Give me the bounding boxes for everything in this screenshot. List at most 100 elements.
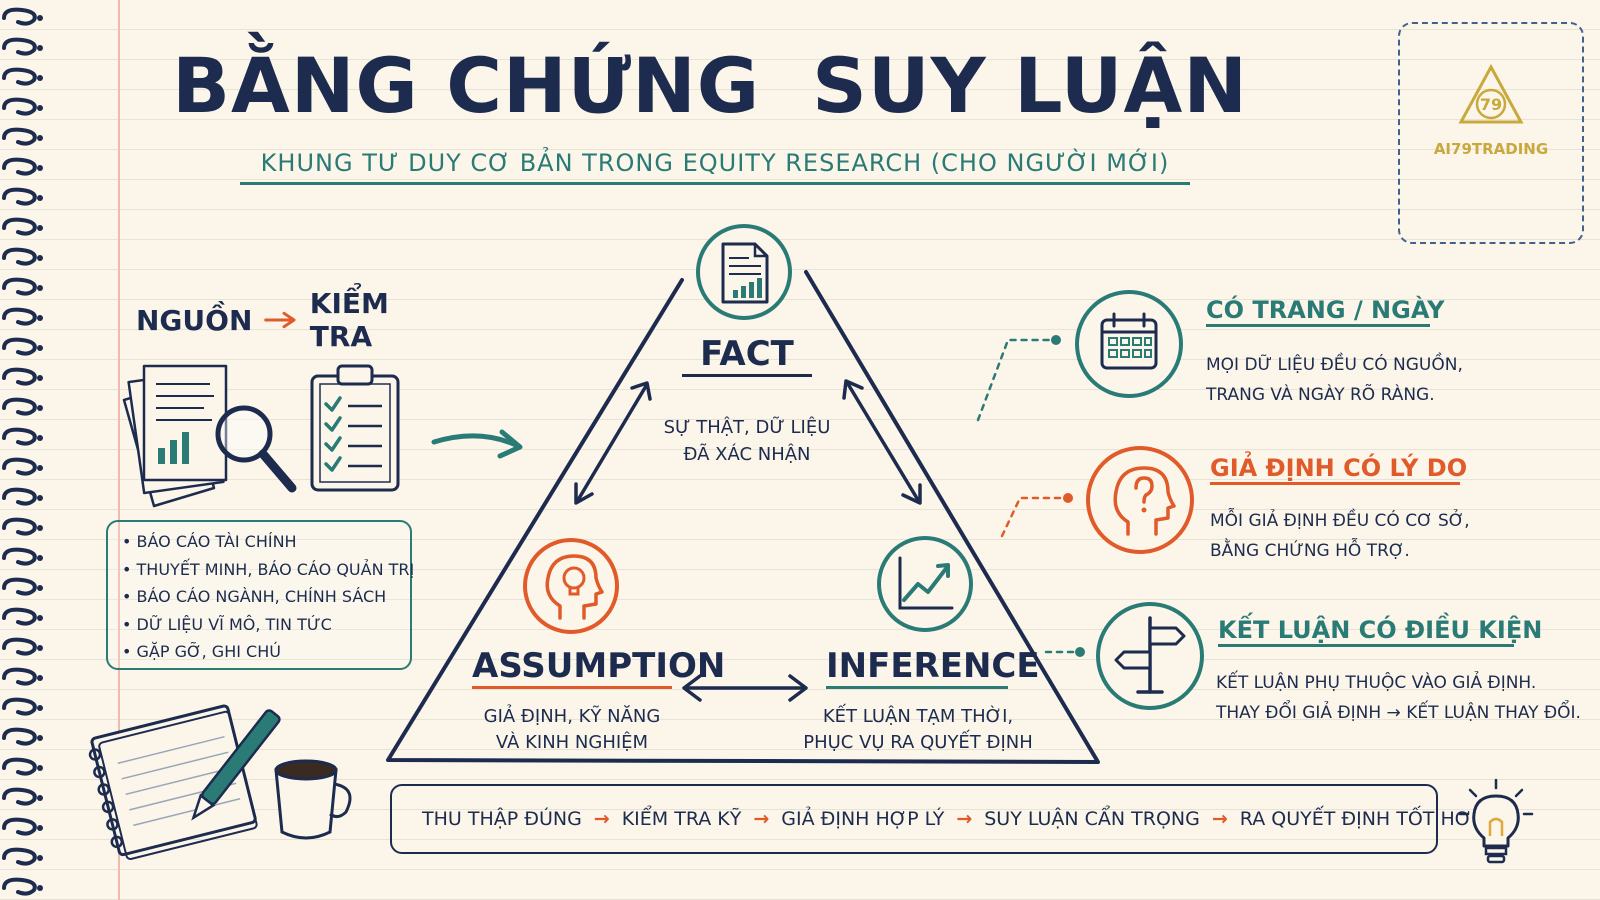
spiral-hole xyxy=(37,615,43,621)
spiral-ring xyxy=(2,127,37,146)
spiral-hole xyxy=(37,675,43,681)
source-item-2: THUYẾT MINH, BÁO CÁO QUẢN TRỊ xyxy=(136,559,415,579)
spiral-hole xyxy=(37,225,43,231)
principle-3-title: KẾT LUẬN CÓ ĐIỀU KIỆN xyxy=(1218,616,1542,647)
source-item-5: GẶP GỠ, GHI CHÚ xyxy=(136,642,281,661)
signpost-icon xyxy=(1096,602,1204,710)
spiral-hole xyxy=(37,795,43,801)
spiral-ring xyxy=(2,487,37,506)
spiral-hole xyxy=(37,105,43,111)
spiral-ring xyxy=(2,457,37,476)
spiral-hole xyxy=(37,525,43,531)
step-2: KIỂM TRA KỸ xyxy=(621,808,742,830)
spiral-hole xyxy=(37,75,43,81)
spiral-ring xyxy=(2,517,37,536)
spiral-hole xyxy=(37,165,43,171)
clipboard-checklist-icon xyxy=(310,364,400,492)
lightbulb-icon xyxy=(1458,778,1534,864)
spiral-ring xyxy=(2,277,37,296)
calendar-icon xyxy=(1075,290,1183,398)
spiral-ring xyxy=(2,337,37,356)
principle-3-desc-1: KẾT LUẬN PHỤ THUỘC VÀO GIẢ ĐỊNH. xyxy=(1216,673,1537,693)
principle-1-title: CÓ TRANG / NGÀY xyxy=(1206,296,1445,327)
fact-desc-1: SỰ THẬT, DỮ LIỆU xyxy=(663,417,831,438)
source-title-left: NGUỒN xyxy=(136,303,253,337)
step-4: SUY LUẬN CẨN TRỌNG xyxy=(984,808,1200,830)
step-arrow: → xyxy=(593,808,610,830)
spiral-hole xyxy=(37,645,43,651)
notebook-pen-coffee-icon xyxy=(88,704,352,860)
spiral-hole xyxy=(37,495,43,501)
spiral-ring xyxy=(2,547,37,566)
spiral-ring xyxy=(2,397,37,416)
spiral-ring xyxy=(2,577,37,596)
assumption-desc-2: VÀ KINH NGHIỆM xyxy=(495,732,649,753)
spiral-ring xyxy=(2,697,37,716)
logo-text: AI79TRADING xyxy=(1433,140,1549,158)
spiral-hole xyxy=(37,735,43,741)
spiral-hole xyxy=(37,465,43,471)
source-list: • BÁO CÁO TÀI CHÍNH • THUYẾT MINH, BÁO C… xyxy=(106,520,415,670)
principle-2-title: GIẢ ĐỊNH CÓ LÝ DO xyxy=(1210,454,1467,485)
subtitle: KHUNG TƯ DUY CƠ BẢN TRONG EQUITY RESEARC… xyxy=(240,146,1190,185)
spiral-hole xyxy=(37,135,43,141)
spiral-ring xyxy=(2,247,37,266)
spiral-ring xyxy=(2,847,37,866)
spiral-ring xyxy=(2,667,37,686)
spiral-hole xyxy=(37,825,43,831)
spiral-hole xyxy=(37,555,43,561)
spiral-ring xyxy=(2,7,37,26)
logo-box: 79 AI79TRADING xyxy=(1398,22,1584,244)
list-item: • BÁO CÁO NGÀNH, CHÍNH SÁCH xyxy=(122,587,387,606)
principle-2-desc-2: BẰNG CHỨNG HỖ TRỢ. xyxy=(1210,541,1410,561)
spiral-ring xyxy=(2,877,37,896)
source-item-1: BÁO CÁO TÀI CHÍNH xyxy=(136,532,297,551)
spiral-hole xyxy=(37,405,43,411)
step-5: RA QUYẾT ĐỊNH TỐT HƠN xyxy=(1239,808,1487,830)
spiral-hole xyxy=(37,195,43,201)
spiral-ring xyxy=(2,157,37,176)
question-head-icon xyxy=(1086,446,1194,554)
logo-mark-icon: 79 xyxy=(1458,63,1524,124)
step-arrow: → xyxy=(956,808,973,830)
source-item-4: DỮ LIỆU VĨ MÔ, TIN TỨC xyxy=(136,614,332,634)
spiral-ring xyxy=(2,307,37,326)
step-arrow: → xyxy=(753,808,770,830)
assumption-head-lightbulb-icon xyxy=(523,538,619,634)
spiral-ring xyxy=(2,787,37,806)
spiral-hole xyxy=(37,435,43,441)
arrow-right-icon xyxy=(264,311,296,329)
spiral-ring xyxy=(2,757,37,776)
principle-3-desc-2: THAY ĐỔI GIẢ ĐỊNH → KẾT LUẬN THAY ĐỔI. xyxy=(1216,703,1581,723)
principle-1-desc-2: TRANG VÀ NGÀY RÕ RÀNG. xyxy=(1206,385,1435,405)
spiral-ring xyxy=(2,187,37,206)
spiral-hole xyxy=(37,585,43,591)
fact-document-icon xyxy=(696,224,792,320)
assumption-desc-1: GIẢ ĐỊNH, KỸ NĂNG xyxy=(483,706,661,727)
fact-desc-2: ĐÃ XÁC NHẬN xyxy=(683,444,811,465)
spiral-hole xyxy=(37,315,43,321)
source-title-right: KIỂM TRA xyxy=(309,287,389,353)
fact-title: FACT xyxy=(682,334,812,377)
spiral-hole xyxy=(37,255,43,261)
spiral-ring xyxy=(2,427,37,446)
step-3: GIẢ ĐỊNH HỢP LÝ xyxy=(781,808,945,830)
page-title: BẰNG CHỨNG SUY LUẬN xyxy=(172,38,1247,133)
step-1: THU THẬP ĐÚNG xyxy=(422,808,582,830)
source-title: NGUỒN KIỂM TRA xyxy=(136,287,436,353)
inference-title: INFERENCE xyxy=(826,646,1040,689)
inference-chart-icon xyxy=(877,536,973,632)
list-item: • BÁO CÁO TÀI CHÍNH xyxy=(122,532,297,551)
spiral-hole xyxy=(37,45,43,51)
spiral-ring xyxy=(2,367,37,386)
logo-mark: 79 xyxy=(1480,95,1502,114)
spiral-hole xyxy=(37,285,43,291)
spiral-hole xyxy=(37,765,43,771)
list-item: • THUYẾT MINH, BÁO CÁO QUẢN TRỊ xyxy=(122,559,415,579)
principle-2-desc-1: MỖI GIẢ ĐỊNH ĐỀU CÓ CƠ SỞ, xyxy=(1210,511,1470,531)
spiral-ring xyxy=(2,637,37,656)
source-item-3: BÁO CÁO NGÀNH, CHÍNH SÁCH xyxy=(136,587,387,606)
list-item: • DỮ LIỆU VĨ MÔ, TIN TỨC xyxy=(122,614,332,634)
